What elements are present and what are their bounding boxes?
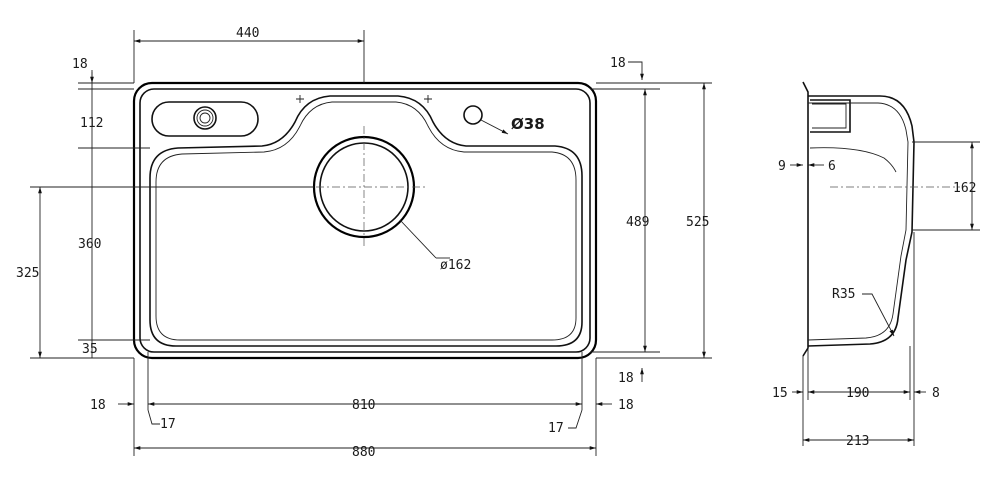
dim-213-label: 213 <box>846 434 869 449</box>
soap-dispenser-mid <box>196 109 214 127</box>
side-inner-curve <box>809 147 897 173</box>
dim-35-label: 35 <box>82 342 98 357</box>
drain-leader <box>399 219 437 259</box>
dim-9-label: 9 <box>778 159 786 174</box>
dim-880-label: 880 <box>352 445 375 460</box>
dim-190-label: 190 <box>846 386 869 401</box>
dim-360-label: 360 <box>78 237 101 252</box>
dim-325-label: 325 <box>16 266 39 281</box>
soap-dispenser-inner <box>199 112 211 124</box>
leader-r35 <box>862 293 895 337</box>
soap-dispenser-slot <box>151 101 259 137</box>
dim-8-label: 8 <box>932 386 940 401</box>
sink-top-view: Ø38 ø162 440 18 112 360 35 325 <box>16 26 712 460</box>
sink-outer-rim <box>132 81 598 360</box>
arrow-18-right <box>628 61 644 80</box>
dim-18-top-label: 18 <box>72 57 88 72</box>
dim-112-label: 112 <box>80 116 103 131</box>
dim-18-left-label: 18 <box>90 398 106 413</box>
soap-dispenser-outer <box>193 106 217 130</box>
sink-side-view: 162 9 6 R35 15 190 8 213 <box>772 81 980 449</box>
side-flange <box>802 81 809 357</box>
deck-mark-left <box>296 95 304 103</box>
sink-bowl-inner-outline <box>155 101 577 341</box>
tap-hole <box>463 105 483 125</box>
leader-17-left <box>147 409 160 425</box>
dim-15-label: 15 <box>772 386 788 401</box>
dim-17-right-label: 17 <box>548 421 564 436</box>
deck-mark-right <box>424 95 432 103</box>
dim-440-label: 440 <box>236 26 259 41</box>
dim-18-right-bottom-label: 18 <box>618 398 634 413</box>
tap-hole-label: Ø38 <box>511 115 545 133</box>
dim-810-label: 810 <box>352 398 375 413</box>
sink-bowl-outline <box>149 95 583 347</box>
dim-6-label: 6 <box>828 159 836 174</box>
side-bowl-profile <box>807 95 915 347</box>
leader-17-right <box>568 409 583 429</box>
dim-17-left-label: 17 <box>160 417 176 432</box>
sink-inner-rim <box>139 88 591 353</box>
dim-18-bottom-label: 18 <box>618 371 634 386</box>
dim-r35-label: R35 <box>832 287 855 302</box>
dim-162-side-label: 162 <box>953 181 976 196</box>
tap-hole-leader <box>480 119 509 135</box>
dim-489-label: 489 <box>626 215 649 230</box>
side-outlet-tube-inner <box>812 103 847 129</box>
side-outlet-tube <box>810 99 851 133</box>
dim-18-right-label: 18 <box>610 56 626 71</box>
dim-525-label: 525 <box>686 215 709 230</box>
drain-label: ø162 <box>440 258 471 273</box>
side-bowl-profile-inner <box>807 102 909 341</box>
